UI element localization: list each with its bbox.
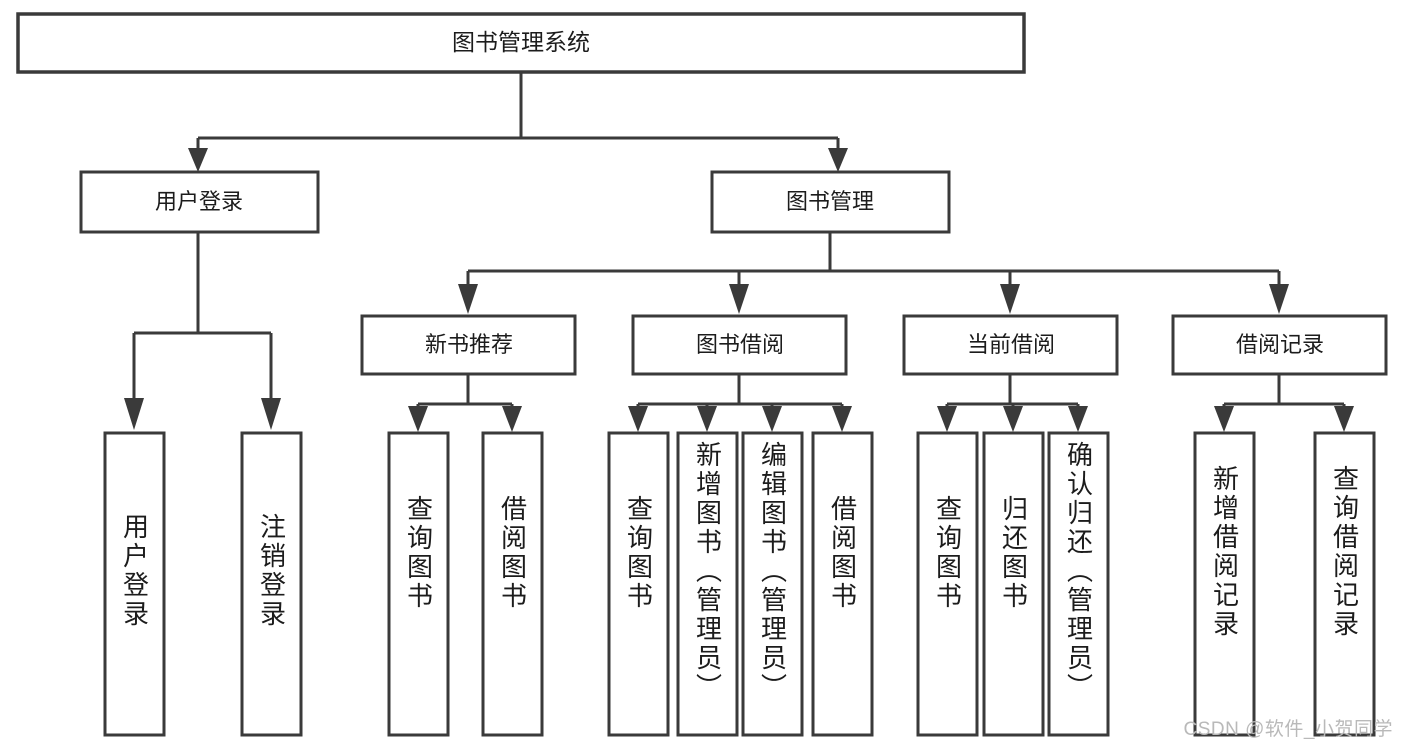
- node-root-label: 图书管理系统: [452, 29, 590, 55]
- node-current-borrow[interactable]: 当前借阅: [902, 314, 1119, 376]
- node-borrow-records-label: 借阅记录: [1236, 332, 1324, 357]
- leaf-node-borrow-book[interactable]: [811, 431, 874, 737]
- connector-userlogin-to-leaves: [124, 232, 281, 430]
- node-root-system[interactable]: 图书管理系统: [16, 12, 1026, 74]
- leaf-node-borrow-book-newbook[interactable]: [481, 431, 544, 737]
- node-book-borrow[interactable]: 图书借阅: [631, 314, 848, 376]
- node-user-login-label: 用户登录: [155, 189, 243, 214]
- leaf-node-return-book[interactable]: [982, 431, 1045, 737]
- connector-root-to-level1: [188, 72, 848, 172]
- node-borrow-records[interactable]: 借阅记录: [1171, 314, 1388, 376]
- csdn-watermark: CSDN @软件_小贺同学: [1183, 719, 1393, 740]
- leaf-node-query-borrow-record[interactable]: [1313, 431, 1376, 737]
- node-current-borrow-label: 当前借阅: [967, 332, 1055, 357]
- connector-bookborrow-to-leaves: [628, 374, 852, 432]
- connector-newbook-to-leaves: [408, 374, 522, 432]
- node-new-book-recommend-label: 新书推荐: [425, 332, 513, 357]
- connector-records-to-leaves: [1214, 374, 1354, 432]
- leaf-node-add-borrow-record[interactable]: [1193, 431, 1256, 737]
- node-book-management[interactable]: 图书管理: [710, 170, 951, 234]
- node-book-borrow-label: 图书借阅: [696, 332, 784, 357]
- leaf-node-edit-book-admin[interactable]: [741, 431, 804, 737]
- leaf-node-query-book-current[interactable]: [916, 431, 979, 737]
- connector-bookmgmt-to-level2: [458, 232, 1289, 314]
- leaf-node-user-login[interactable]: [103, 431, 166, 737]
- leaf-node-query-book-borrow[interactable]: [607, 431, 670, 737]
- node-book-management-label: 图书管理: [786, 189, 874, 214]
- leaf-node-query-book-newbook[interactable]: [387, 431, 450, 737]
- connector-current-to-leaves: [937, 374, 1088, 432]
- leaf-node-confirm-return-admin[interactable]: [1047, 431, 1110, 737]
- node-user-login[interactable]: 用户登录: [79, 170, 320, 234]
- node-new-book-recommend[interactable]: 新书推荐: [360, 314, 577, 376]
- leaf-node-logout[interactable]: [240, 431, 303, 737]
- leaf-node-add-book-admin[interactable]: [676, 431, 739, 737]
